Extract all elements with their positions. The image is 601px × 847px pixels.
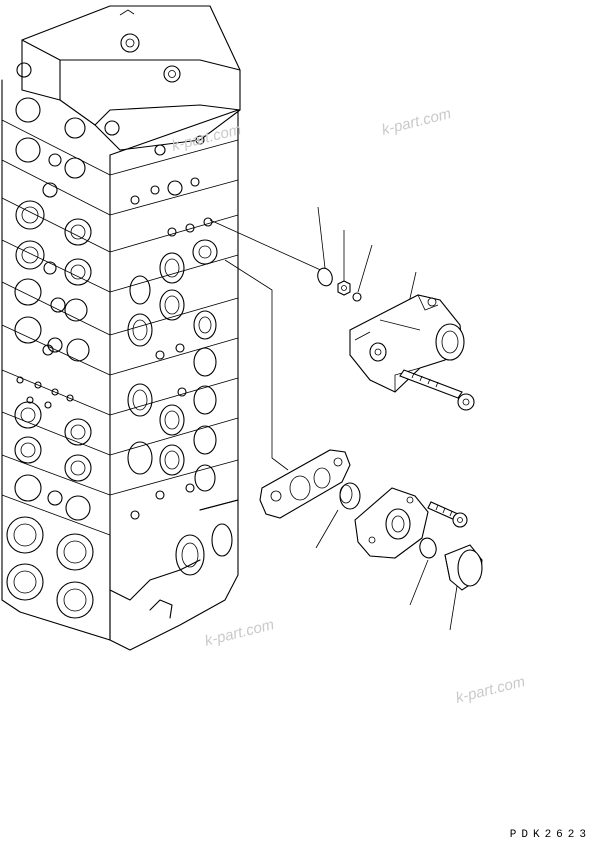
front-ports: [6, 97, 94, 619]
plug-small: [339, 482, 361, 510]
plug-large: [444, 544, 483, 591]
o-ring-small: [317, 267, 333, 287]
flange-cover: [354, 487, 429, 559]
control-valve-assembly: [1, 5, 241, 651]
nut: [337, 280, 351, 296]
socket-bolt-lower: [427, 501, 468, 528]
steel-ball: [352, 292, 362, 302]
o-ring-large: [419, 537, 437, 559]
drawing-code: PDK2623: [509, 829, 591, 841]
side-ports: [127, 135, 218, 520]
socket-bolt-upper: [399, 369, 475, 411]
leader-lines: [209, 206, 459, 631]
relief-valve-body: [349, 294, 465, 393]
gasket: [259, 449, 351, 519]
